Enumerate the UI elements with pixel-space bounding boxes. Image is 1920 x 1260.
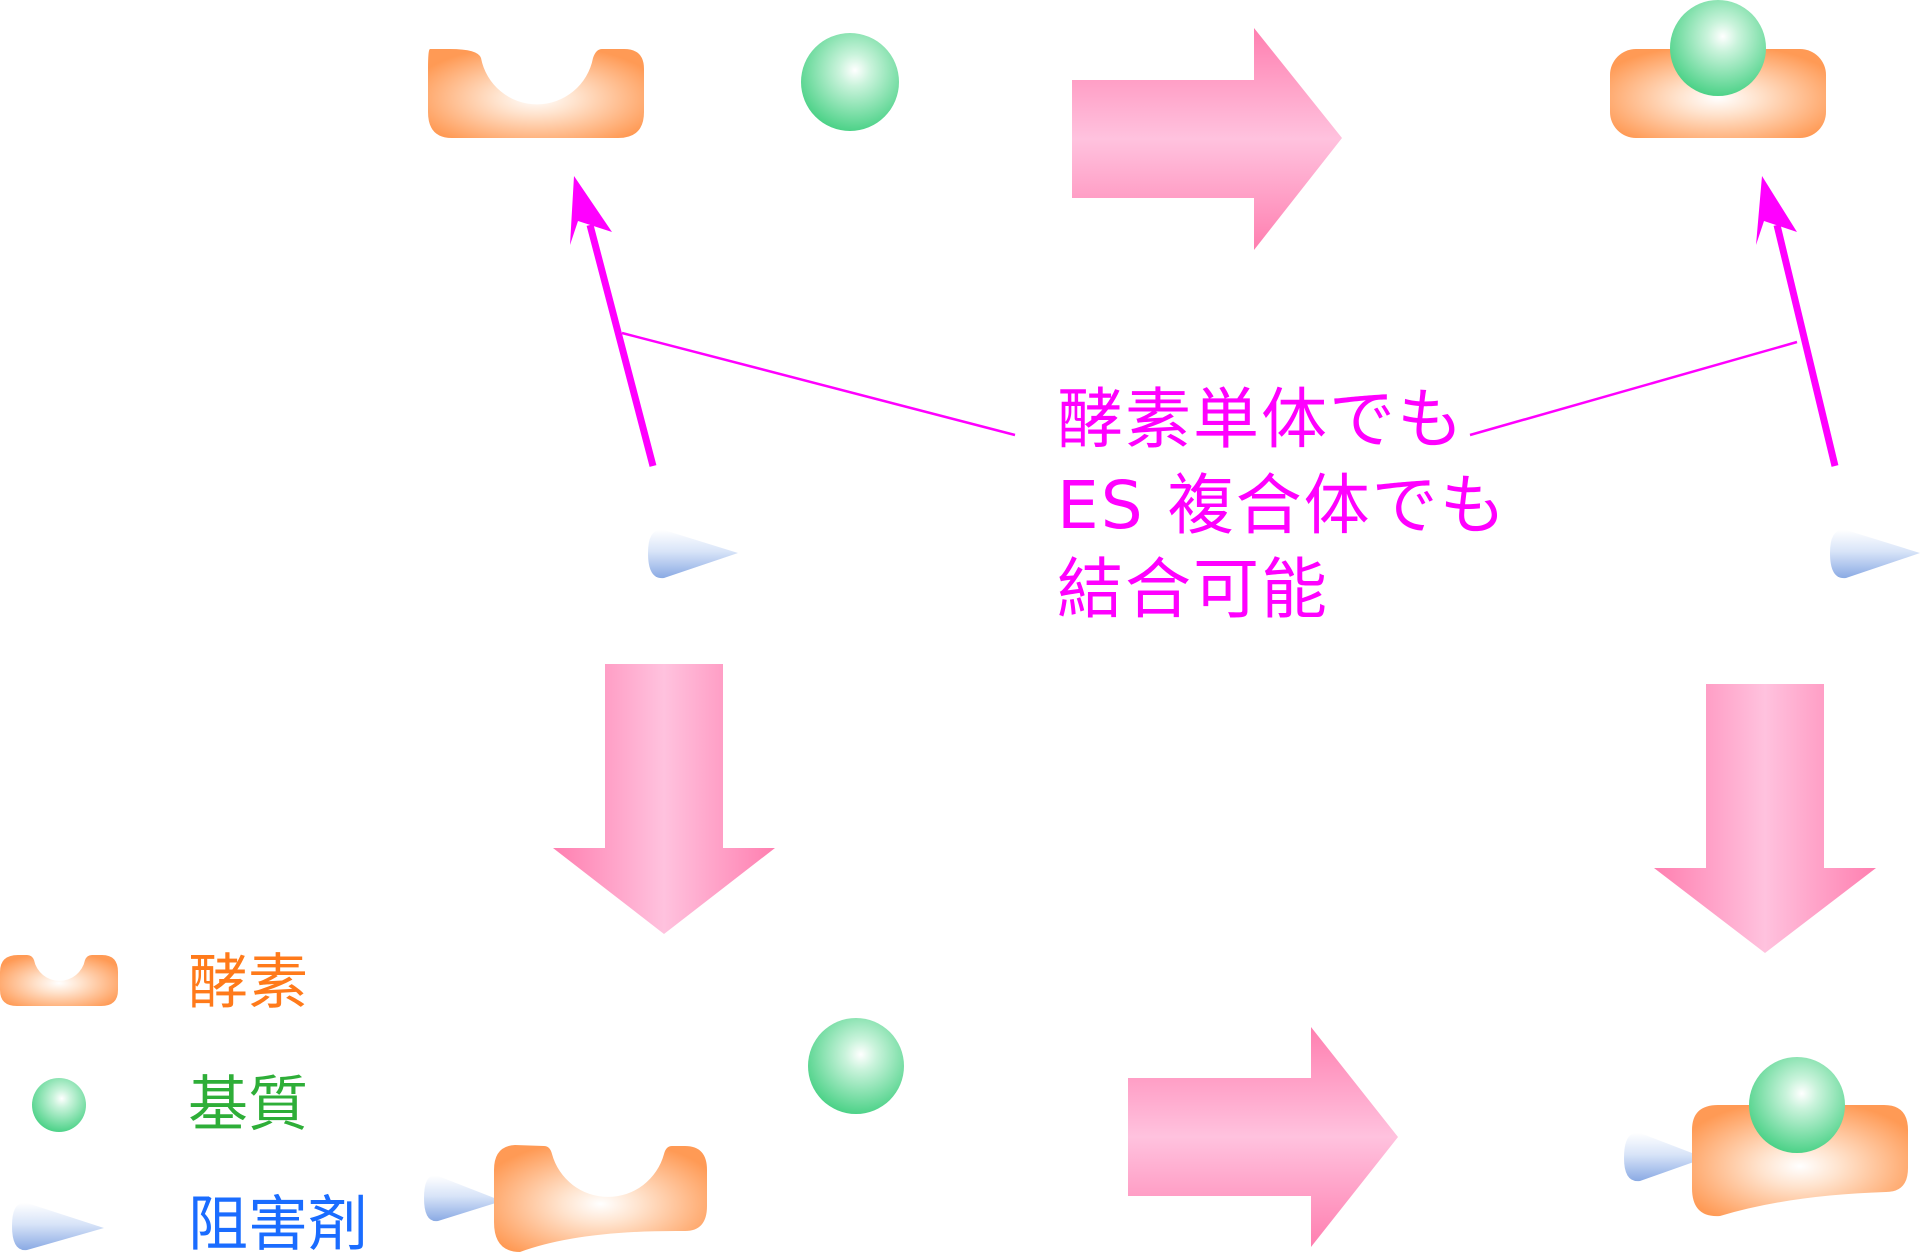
enzyme-icon (494, 1145, 707, 1252)
inhibitor-icon (1830, 529, 1920, 579)
annotation-leader (621, 331, 1016, 437)
legend-enzyme-label: 酵素 (188, 948, 308, 1018)
annotation-line-3: 結合可能 (1057, 551, 1329, 628)
substrate-icon (801, 33, 899, 131)
annotation-line-2: ES 複合体でも (1057, 467, 1508, 544)
substrate-icon (1749, 1057, 1845, 1153)
binding-arrow-icon (570, 176, 657, 467)
legend-inhibitor-icon (12, 1202, 104, 1251)
inhibitor-icon (648, 529, 738, 579)
process-arrow-icon (553, 664, 775, 934)
process-arrow-icon (1654, 684, 1876, 953)
legend-inhibitor-label: 阻害剤 (188, 1190, 368, 1260)
inhibitor-icon (424, 1175, 502, 1222)
enzyme-icon (1692, 1105, 1908, 1217)
annotation-leader (1469, 340, 1798, 437)
binding-arrow-icon (1756, 176, 1839, 467)
legend-substrate-label: 基質 (188, 1070, 308, 1140)
enzyme-icon (428, 49, 644, 138)
legend-substrate-icon (32, 1078, 86, 1132)
substrate-icon (1670, 0, 1766, 96)
process-arrow-icon (1128, 1027, 1398, 1247)
annotation-line-1: 酵素単体でも (1057, 381, 1465, 458)
substrate-icon (808, 1018, 904, 1114)
process-arrow-icon (1072, 28, 1342, 250)
inhibitor-icon (1624, 1132, 1705, 1182)
legend-enzyme-icon (0, 955, 118, 1006)
